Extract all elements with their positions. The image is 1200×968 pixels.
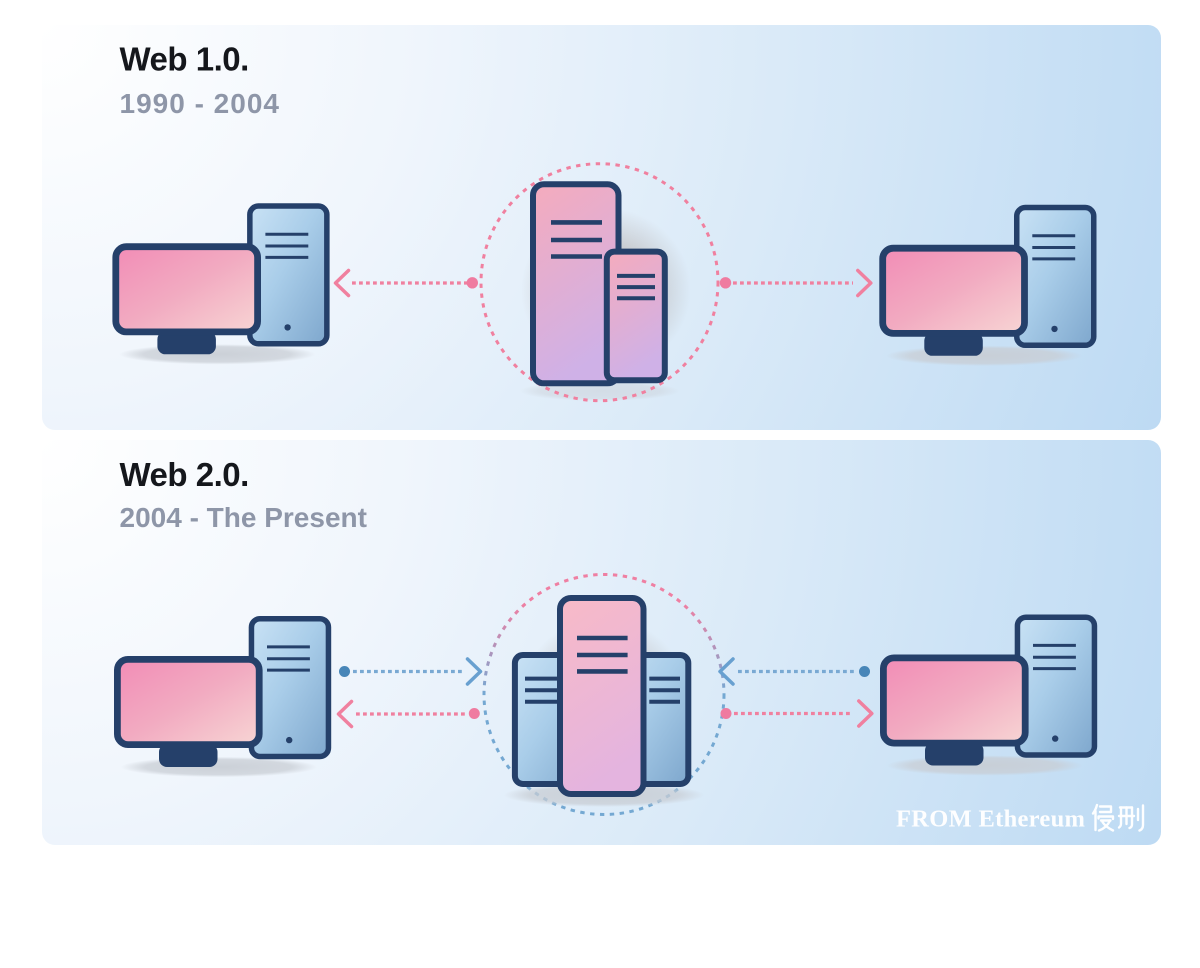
svg-text:Web 1.0.: Web 1.0.	[120, 41, 249, 78]
svg-text:1990 - 2004: 1990 - 2004	[120, 88, 280, 119]
svg-text:FROM Ethereum: FROM Ethereum	[896, 806, 1085, 833]
svg-text:2004 - The Present: 2004 - The Present	[120, 502, 367, 533]
svg-text:Web 2.0.: Web 2.0.	[120, 456, 249, 493]
